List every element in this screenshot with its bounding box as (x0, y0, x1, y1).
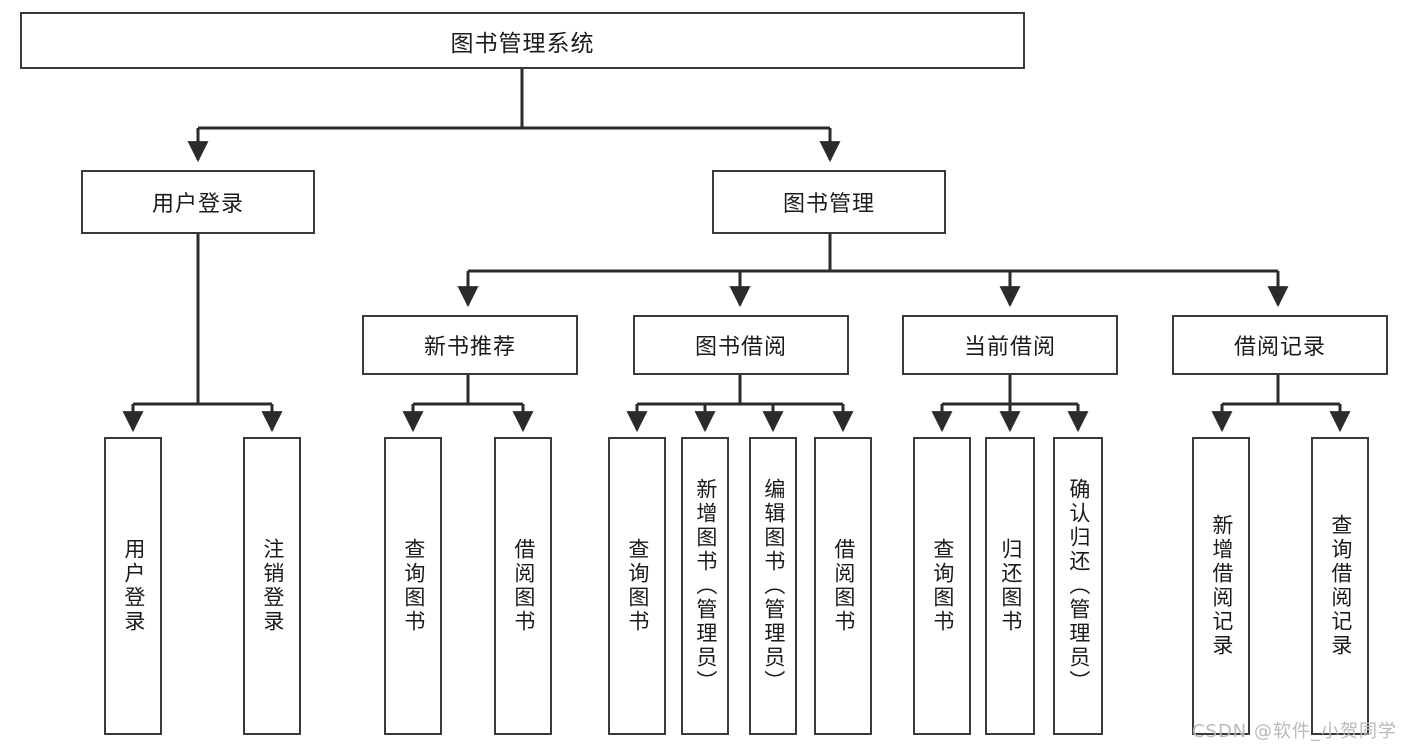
leaf-add-book-admin[interactable]: 新增图书（管理员） (681, 437, 729, 735)
node-label: 图书管理 (782, 192, 875, 217)
leaf-query-book-borrow[interactable]: 查询图书 (608, 437, 666, 735)
node-book-borrow[interactable]: 图书借阅 (633, 315, 849, 375)
node-book-management[interactable]: 图书管理 (712, 170, 946, 234)
leaf-label: 查询图书 (625, 538, 650, 634)
leaf-logout[interactable]: 注销登录 (243, 437, 301, 735)
node-current-borrow[interactable]: 当前借阅 (902, 315, 1118, 375)
node-label: 图书借阅 (694, 335, 787, 360)
leaf-label: 查询借阅记录 (1328, 514, 1353, 658)
node-label: 图书管理系统 (450, 30, 595, 57)
node-label: 用户登录 (151, 192, 244, 217)
leaf-label: 新增图书（管理员） (693, 478, 718, 694)
leaf-return-book[interactable]: 归还图书 (985, 437, 1035, 735)
node-label: 当前借阅 (963, 335, 1056, 360)
leaf-borrow-book-recommend[interactable]: 借阅图书 (494, 437, 552, 735)
node-label: 新书推荐 (423, 335, 516, 360)
leaf-label: 编辑图书（管理员） (761, 478, 786, 694)
leaf-label: 新增借阅记录 (1209, 514, 1234, 658)
leaf-label: 查询图书 (930, 538, 955, 634)
leaf-label: 归还图书 (998, 538, 1023, 634)
node-borrow-record[interactable]: 借阅记录 (1172, 315, 1388, 375)
watermark-text: CSDN @软件_小贺同学 (1191, 721, 1397, 742)
leaf-label: 借阅图书 (511, 538, 536, 634)
leaf-label: 用户登录 (121, 538, 146, 634)
leaf-label: 查询图书 (401, 538, 426, 634)
node-label: 借阅记录 (1233, 335, 1326, 360)
leaf-edit-book-admin[interactable]: 编辑图书（管理员） (749, 437, 797, 735)
leaf-add-borrow-record[interactable]: 新增借阅记录 (1192, 437, 1250, 735)
leaf-label: 注销登录 (260, 538, 285, 634)
leaf-label: 借阅图书 (831, 538, 856, 634)
leaf-query-borrow-record[interactable]: 查询借阅记录 (1311, 437, 1369, 735)
node-root-system[interactable]: 图书管理系统 (20, 12, 1025, 69)
leaf-borrow-book[interactable]: 借阅图书 (814, 437, 872, 735)
leaf-label: 确认归还（管理员） (1066, 478, 1091, 694)
leaf-query-book-recommend[interactable]: 查询图书 (384, 437, 442, 735)
leaf-query-book-current[interactable]: 查询图书 (913, 437, 971, 735)
node-new-book-recommend[interactable]: 新书推荐 (362, 315, 578, 375)
leaf-confirm-return-admin[interactable]: 确认归还（管理员） (1053, 437, 1103, 735)
node-user-login[interactable]: 用户登录 (81, 170, 315, 234)
leaf-user-login[interactable]: 用户登录 (104, 437, 162, 735)
